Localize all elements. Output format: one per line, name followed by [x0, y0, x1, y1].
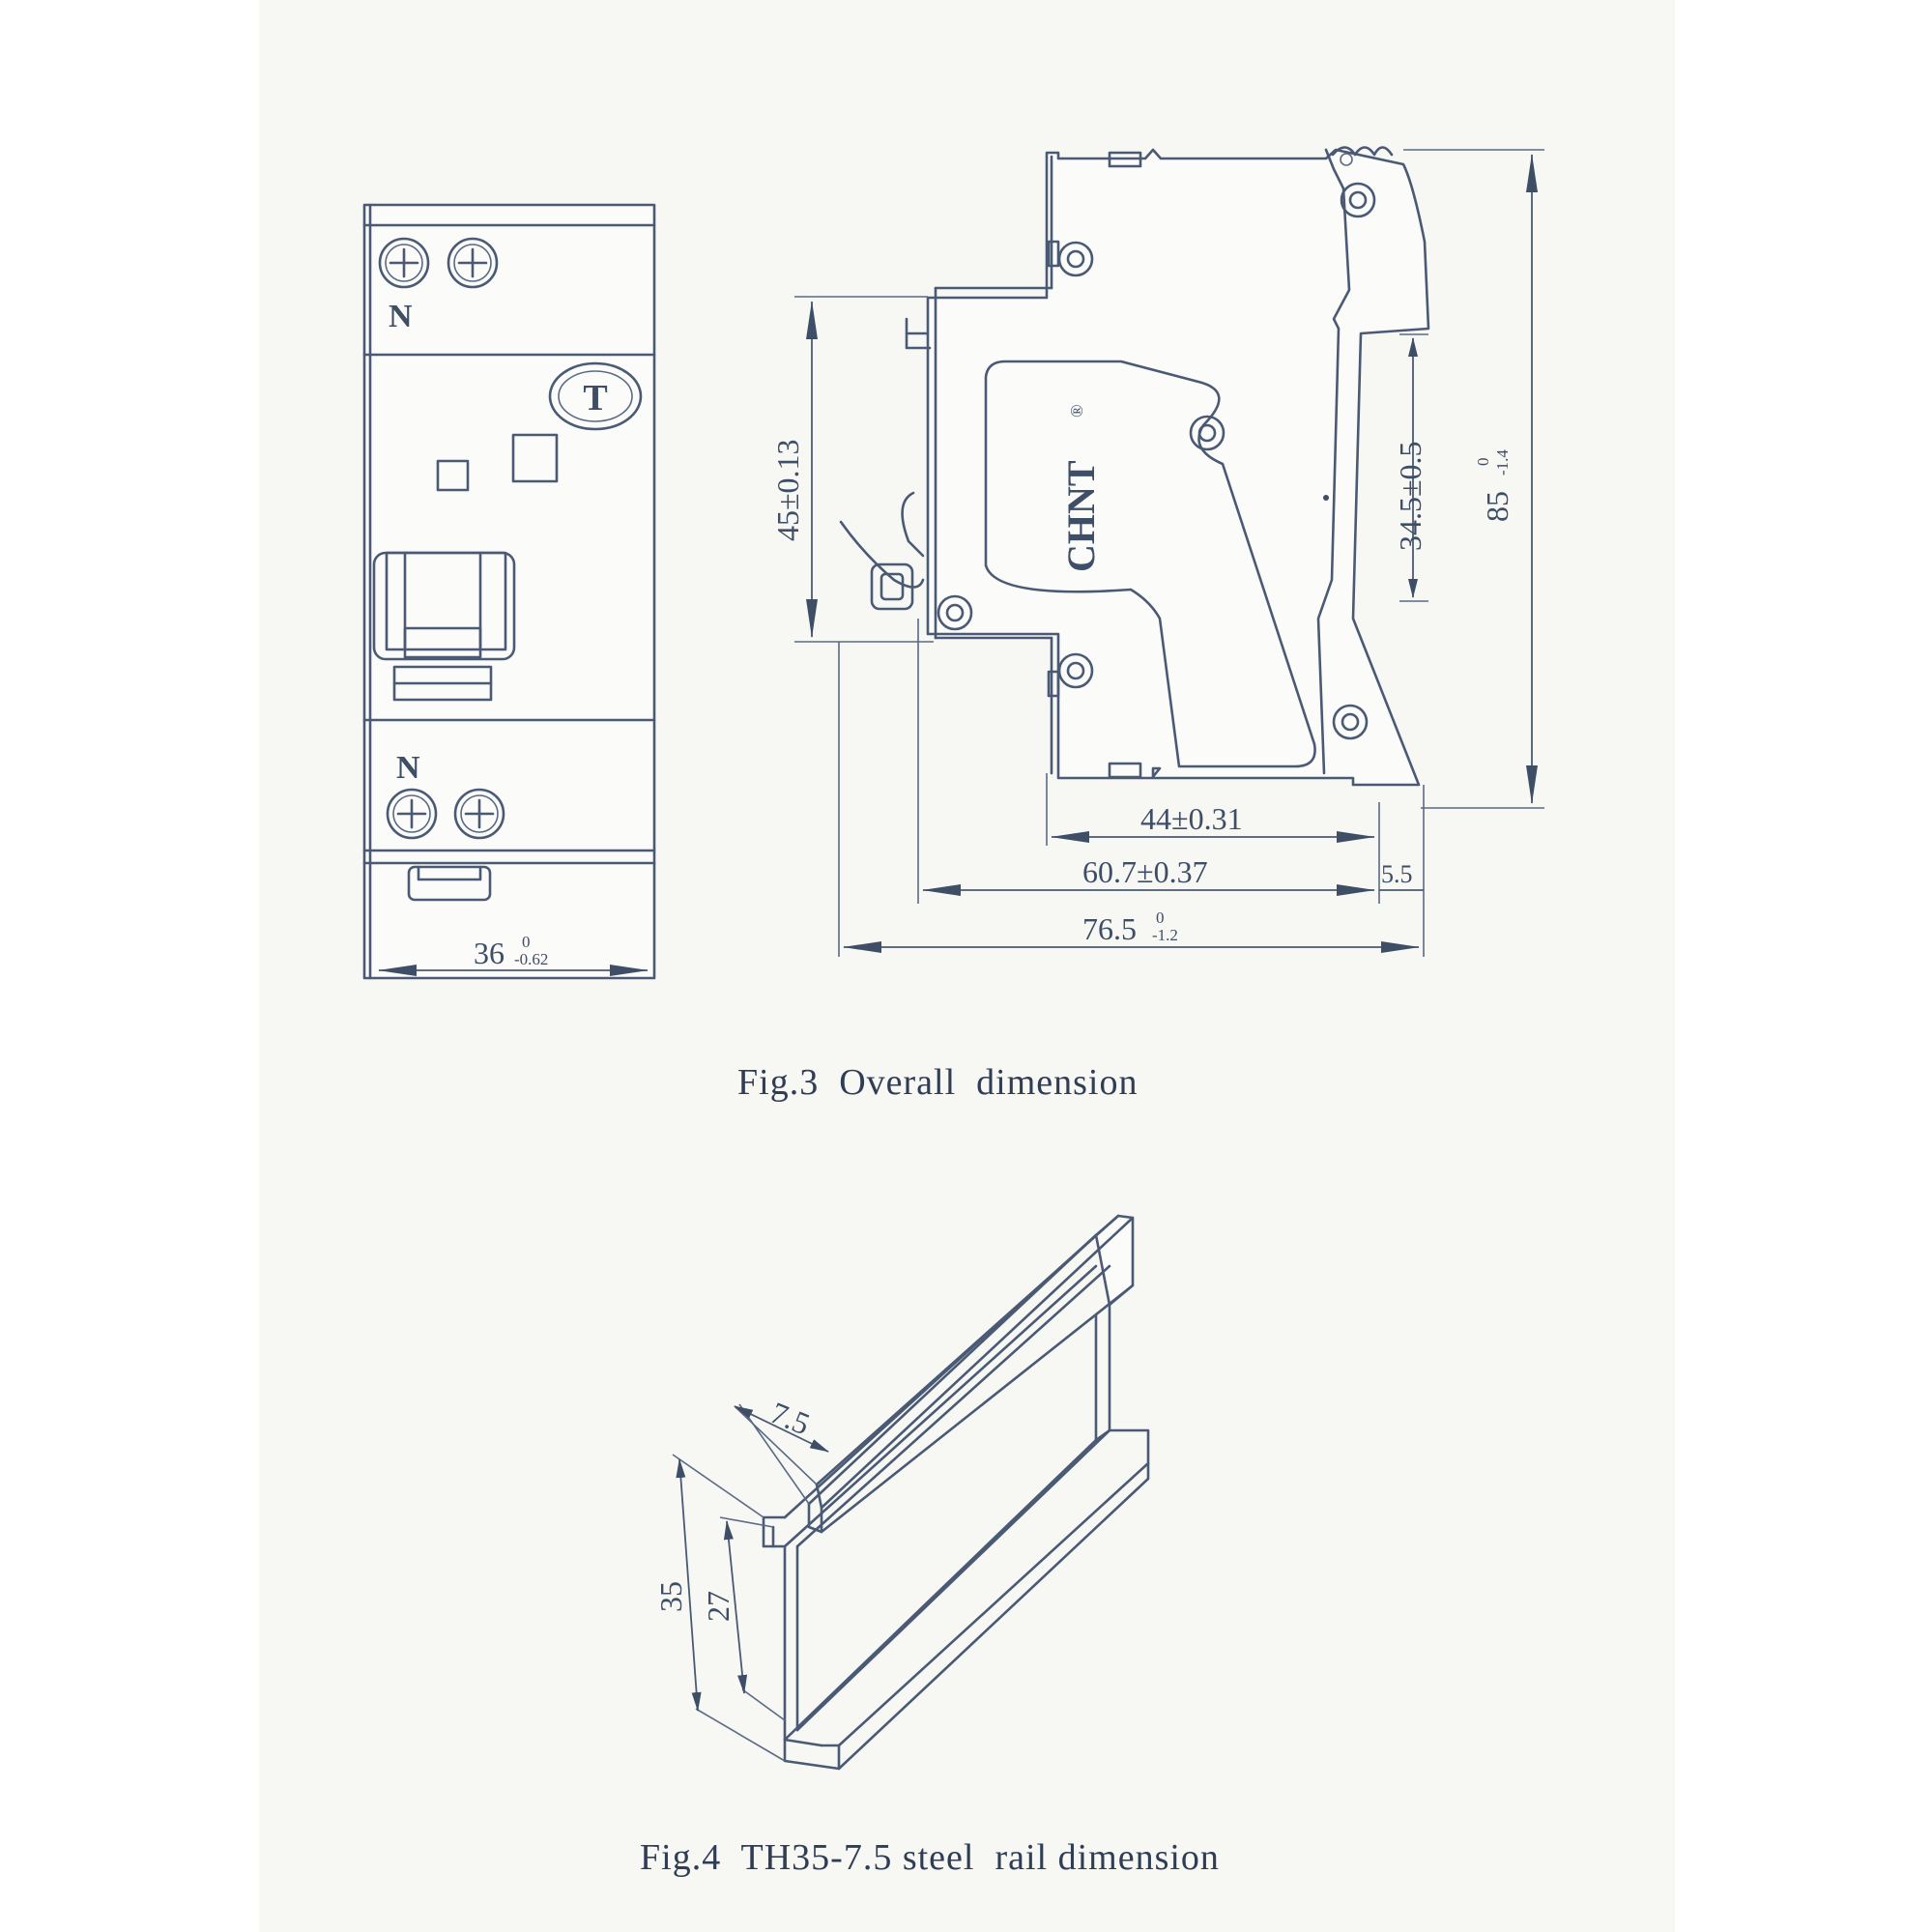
toggle-lever — [372, 551, 516, 702]
dim-85-tol-upper: 0 — [1474, 458, 1492, 467]
screw-icon — [386, 788, 438, 840]
fig4-caption: Fig.4 TH35-7.5 steel rail dimension — [640, 1837, 1220, 1878]
rivet-icon — [937, 594, 973, 631]
dim-76-5-tol-lower: -1.2 — [1152, 926, 1178, 944]
dim-60-7: 60.7±0.37 — [1082, 854, 1208, 889]
indicator-window-small — [436, 459, 470, 492]
fig3-caption: Fig.3 Overall dimension — [737, 1062, 1138, 1103]
dim-rail-height-35: 35 — [653, 1581, 688, 1612]
rivet-icon — [1057, 652, 1094, 689]
dim-34-5: 34.5±0.5 — [1393, 441, 1427, 551]
dim-5-5: 5.5 — [1381, 860, 1413, 888]
side-view: CHNT ® 45±0.13 34.5±0.5 85 0 -1.4 44±0.3… — [770, 146, 1544, 957]
rail-clip — [407, 865, 492, 902]
screw-icon — [378, 237, 430, 289]
dim-width: 36 — [474, 936, 505, 970]
rivet-icon — [1332, 704, 1369, 740]
rivet-icon — [1057, 241, 1094, 277]
dim-rail-height-27: 27 — [701, 1591, 735, 1622]
rivet-icon — [1340, 182, 1376, 218]
indicator-window — [511, 433, 559, 483]
dim-85-tol-lower: -1.4 — [1493, 449, 1512, 476]
steel-rail: 7.5 35 27 — [653, 1214, 1150, 1771]
test-button: T — [548, 361, 643, 431]
front-view: N T N — [362, 203, 656, 980]
dim-44: 44±0.31 — [1140, 801, 1243, 836]
screw-icon — [447, 237, 499, 289]
terminal-label-top: N — [389, 299, 413, 334]
brand-registered-mark: ® — [1067, 404, 1086, 418]
dim-85: 85 — [1480, 491, 1514, 522]
din-clip — [839, 317, 932, 611]
terminal-label-bottom: N — [396, 750, 420, 786]
dim-76-5-tol-upper: 0 — [1156, 908, 1165, 927]
test-button-label: T — [583, 378, 607, 418]
screw-icon — [453, 788, 505, 840]
brand-logo: CHNT — [1059, 460, 1103, 572]
dim-76-5: 76.5 — [1082, 911, 1137, 946]
dim-width-tol-upper: 0 — [522, 933, 531, 951]
rivet-icon — [1189, 415, 1226, 451]
dim-width-tol-lower: -0.62 — [514, 950, 548, 968]
dim-45: 45±0.13 — [770, 439, 805, 541]
